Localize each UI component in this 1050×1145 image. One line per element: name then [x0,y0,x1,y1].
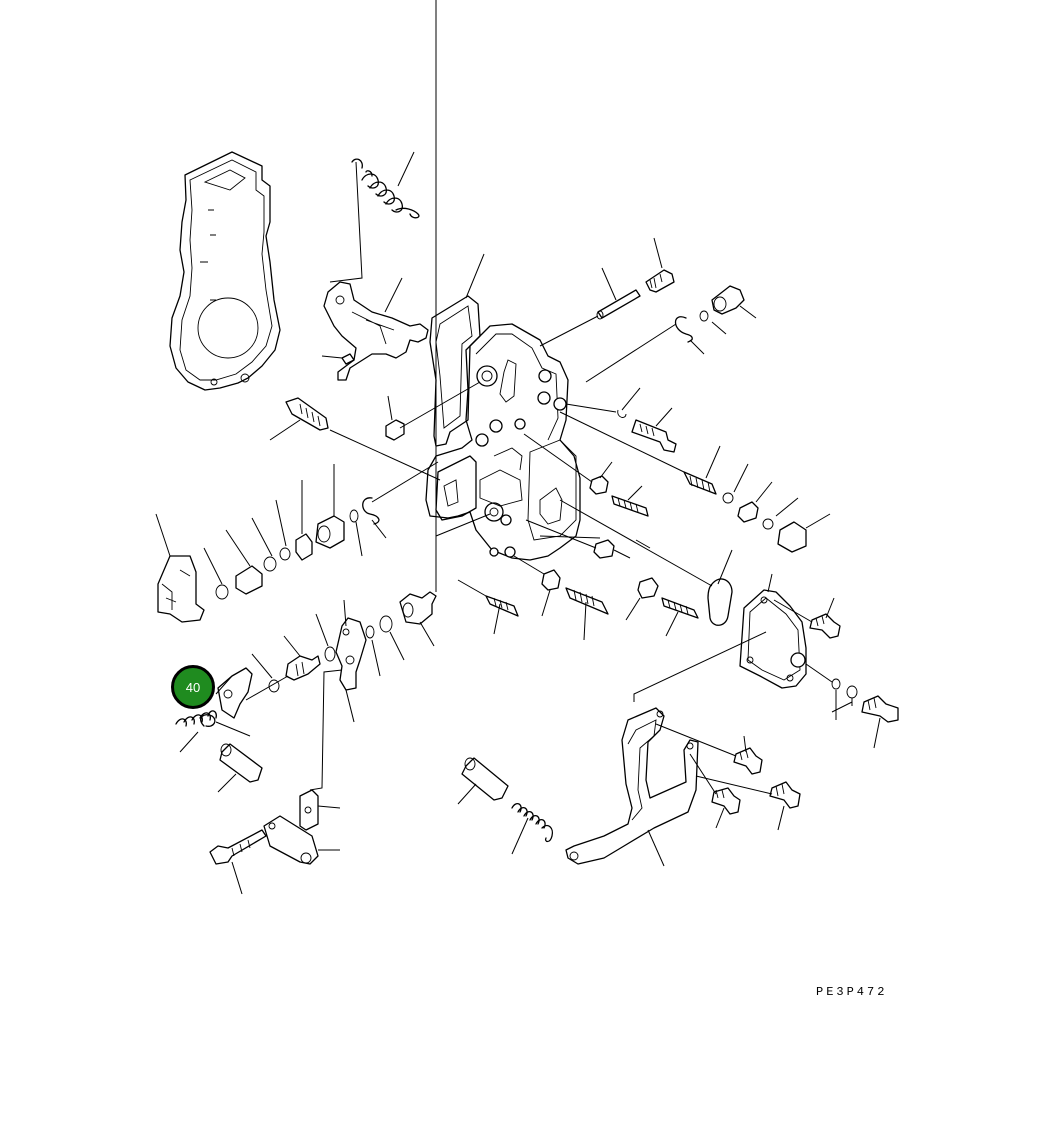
control-lever-assembly [565,631,801,867]
housing-gasket [429,253,485,447]
link-bracket [209,669,343,895]
governor-cover-plate [739,573,899,749]
callout-label: 40 [185,679,201,695]
drawing-code: PE3P472 [816,985,888,999]
snap-ring-top [585,316,705,383]
gear-case-cover [169,151,281,391]
callout-marker[interactable]: 40 [171,665,215,709]
cover-bolt-left [269,381,481,481]
governor-housing [425,323,581,561]
left-bushings-and-washers [155,461,439,623]
lower-studs [457,555,699,641]
hex-bolt-right [565,387,677,453]
lever-pin-and-spring [457,757,554,855]
breather-plug [645,237,675,293]
dowel-pin [539,267,641,347]
stud-bolt-right [559,411,831,553]
governor-lever [321,161,429,381]
housing-o-ring [559,499,733,626]
plug-with-washer [699,285,757,335]
governor-spring [351,151,420,219]
center-nuts-and-studs [523,433,649,559]
governor-lower-linkage [175,0,491,793]
